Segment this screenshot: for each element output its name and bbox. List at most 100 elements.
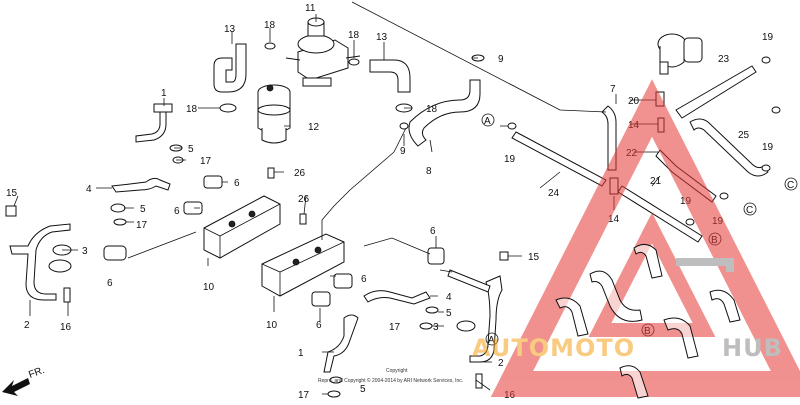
bolt-16-left	[63, 287, 71, 303]
callout-15-a: 15	[6, 188, 18, 199]
watermark-brand-part1: AUTOMOTO	[472, 334, 635, 362]
callout-A-right: A	[484, 116, 491, 127]
callout-15-b: 15	[528, 252, 540, 263]
solenoid-valve-top-right	[657, 33, 703, 75]
part-10-manifold-lower	[261, 233, 345, 297]
flange-3-lower	[456, 320, 476, 332]
callout-5-a: 5	[188, 144, 194, 155]
part-4-pipe-upper	[111, 177, 171, 193]
part-4-pipe-lower	[363, 290, 431, 305]
callout-10-a: 10	[203, 282, 215, 293]
washer-17-mid	[113, 218, 127, 226]
callout-17-a: 17	[200, 156, 212, 167]
callout-19-a: 19	[762, 32, 774, 43]
callout-2-a: 2	[24, 320, 30, 331]
copyright-line-2: Repro. and Copyright © 2004-2014 by ARI …	[318, 377, 463, 384]
lower-right-hoses	[555, 244, 741, 399]
callout-2-b: 2	[498, 358, 504, 369]
callout-18-d: 18	[426, 104, 438, 115]
callout-A-lower: A	[488, 335, 495, 346]
part-1-pipe-cap	[153, 103, 173, 113]
part-2-pipe-lower	[469, 275, 503, 363]
part-10-manifold-upper	[203, 195, 281, 259]
callout-19-b: 19	[504, 154, 516, 165]
callout-6-c: 6	[430, 226, 436, 237]
part-13-hose-left	[213, 43, 247, 93]
part-6-cap-f	[311, 291, 331, 307]
washer-17-lower	[419, 322, 433, 330]
part-8-lower-tube	[447, 269, 491, 293]
part-23-tube	[675, 65, 757, 119]
flange-3-left-b	[48, 259, 72, 273]
callout-5-b: 5	[140, 204, 146, 215]
callout-C-mid: C	[746, 205, 753, 216]
part-6-cap-d	[427, 247, 445, 265]
callout-4-a: 4	[86, 184, 92, 195]
part-25-hose	[689, 118, 769, 177]
part-6-cap-e	[333, 273, 353, 289]
copyright-line-1: Copyright	[386, 368, 408, 374]
callout-4-b: 4	[446, 292, 452, 303]
callout-5-d: 5	[360, 384, 366, 395]
callout-17-b: 17	[136, 220, 148, 231]
callout-12: 12	[308, 122, 320, 133]
callout-17-d: 17	[298, 390, 310, 401]
part-6-cap-b	[183, 201, 203, 215]
bolt-15-left	[5, 205, 17, 217]
callout-14-b: 14	[608, 214, 620, 225]
callout-5-c: 5	[446, 308, 452, 319]
callout-6-d: 6	[107, 278, 113, 289]
callout-25: 25	[738, 130, 750, 141]
callout-9-b: 9	[400, 146, 406, 157]
callout-3-a: 3	[82, 246, 88, 257]
washer-5-bottom	[329, 376, 343, 384]
callout-6-f: 6	[316, 320, 322, 331]
part-1-pipe-upper	[135, 109, 167, 143]
callout-26-b: 26	[298, 194, 310, 205]
callout-C-right: C	[787, 180, 794, 191]
callout-26-a: 26	[294, 168, 306, 179]
part-6-cap-a	[203, 175, 223, 189]
callout-13-a: 13	[224, 24, 236, 35]
callout-11: 11	[305, 3, 316, 14]
front-arrow-icon	[2, 378, 30, 396]
callout-17-c: 17	[389, 322, 401, 333]
callout-16-a: 16	[60, 322, 72, 333]
callout-1-b: 1	[298, 348, 304, 359]
part-12-canister	[257, 84, 291, 144]
callout-18-b: 18	[348, 30, 360, 41]
callout-24: 24	[548, 188, 560, 199]
watermark-brand-part2: HUB	[722, 334, 783, 362]
front-arrow: FR.	[2, 365, 46, 396]
bolt-26-b	[299, 213, 307, 225]
callout-13-b: 13	[376, 32, 388, 43]
callout-10-b: 10	[266, 320, 278, 331]
callout-19-c: 19	[762, 142, 774, 153]
callout-3-b: 3	[433, 322, 439, 333]
bolt-16-lower	[475, 373, 483, 389]
watermark: AUTOMOTO HUB	[472, 79, 800, 397]
part-6-cap-c	[103, 245, 127, 261]
clamps-19	[507, 56, 781, 226]
front-arrow-label: FR.	[27, 365, 46, 381]
part-13-hose-right	[369, 59, 411, 93]
part-8-hose	[408, 79, 481, 147]
callout-6-b: 6	[174, 206, 180, 217]
callout-6-e: 6	[361, 274, 367, 285]
part-11-valve	[285, 17, 361, 87]
warning-triangle-logo	[490, 79, 800, 397]
callout-21: 21	[650, 176, 662, 187]
part-1-pipe-lower	[323, 314, 359, 373]
bolt-15-lower	[499, 251, 509, 261]
washer-17-bottom	[327, 390, 341, 398]
washer-5-mid	[110, 203, 126, 213]
callout-1-a: 1	[161, 88, 167, 99]
part-2-pipe-left	[9, 223, 71, 301]
watermark-text: AUTOMOTO HUB	[472, 334, 783, 362]
callout-7: 7	[610, 84, 616, 95]
callout-9-a: 9	[498, 54, 504, 65]
callout-18-a: 18	[264, 20, 276, 31]
bolt-26-a	[267, 167, 275, 179]
callout-6-a: 6	[234, 178, 240, 189]
